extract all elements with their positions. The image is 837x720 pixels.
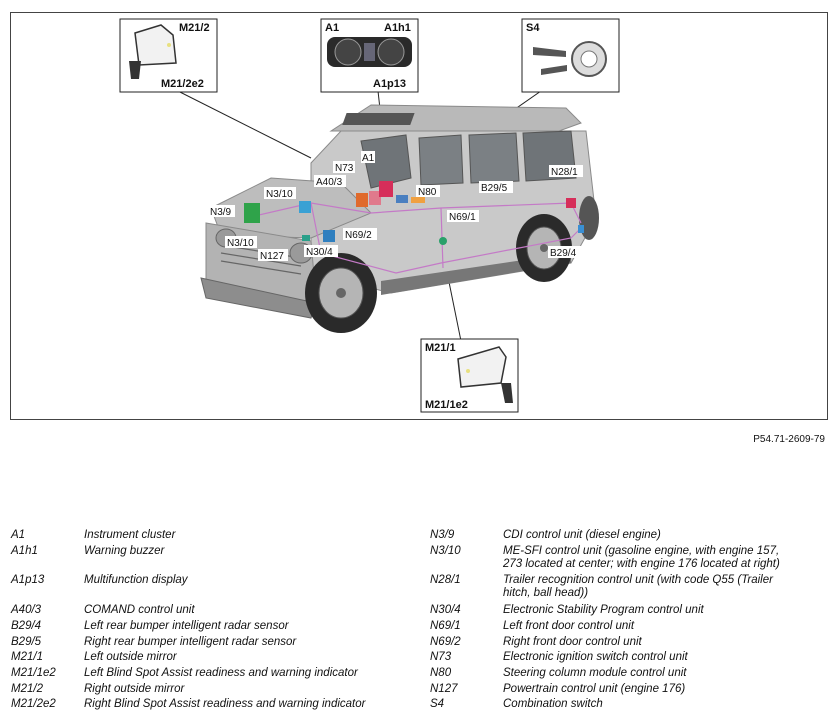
legend-code: N3/10 (430, 545, 461, 557)
callout-m21-1-bottom: M21/1e2 (425, 399, 468, 411)
legend-desc: Electronic ignition switch control unit (503, 651, 688, 663)
a40-3-unit (356, 193, 368, 207)
label-n30-4: N30/4 (306, 247, 333, 258)
callout-m21-1-top: M21/1 (425, 342, 456, 354)
legend-code: S4 (430, 698, 445, 710)
a1-unit (379, 181, 393, 197)
n127-unit (302, 235, 310, 241)
vehicle-diagram: N73 A1 A40/3 N3/10 N3/9 N3/10 N127 N30/4… (10, 12, 828, 420)
label-b29-4: B29/4 (550, 248, 577, 259)
label-b29-5: B29/5 (481, 183, 508, 194)
callout-m21-2-top: M21/2 (179, 22, 210, 34)
legend-desc: Multifunction display (84, 574, 188, 586)
legend-desc: Trailer recognition control unit (with c… (503, 574, 773, 586)
callout-a1-left: A1 (325, 22, 339, 34)
legend-desc: Combination switch (503, 698, 603, 710)
legend-code: N69/1 (430, 620, 461, 632)
label-a40-3: A40/3 (316, 177, 343, 188)
label-n80: N80 (418, 187, 437, 198)
n30-4-unit (323, 230, 335, 242)
callout-s4-top: S4 (526, 22, 540, 34)
n3-9-unit (244, 203, 260, 223)
legend-code: N80 (430, 667, 452, 679)
vehicle-illustration: N73 A1 A40/3 N3/10 N3/9 N3/10 N127 N30/4… (119, 18, 620, 413)
callout-s4: S4 (521, 18, 620, 93)
legend-desc: Electronic Stability Program control uni… (503, 604, 704, 616)
label-a1: A1 (362, 153, 375, 164)
legend-code: A1h1 (11, 545, 38, 557)
n73-unit (369, 191, 381, 205)
legend-desc: Left Blind Spot Assist readiness and war… (84, 667, 358, 679)
callout-m21-1: M21/1 M21/1e2 (420, 338, 519, 413)
legend-desc-cont: hitch, ball head)) (503, 587, 589, 599)
components (244, 181, 584, 245)
figure-reference: P54.71-2609-79 (753, 434, 825, 445)
legend-code: N28/1 (430, 574, 461, 586)
label-n3-9: N3/9 (210, 207, 232, 218)
vehicle-body (200, 104, 599, 333)
legend-code: B29/4 (11, 620, 42, 632)
label-n127: N127 (260, 251, 284, 262)
legend-code: B29/5 (11, 636, 42, 648)
legend-code: N69/2 (430, 636, 461, 648)
legend-code: M21/1e2 (11, 667, 56, 679)
front-wheel (305, 253, 377, 333)
legend-code: N30/4 (430, 604, 461, 616)
callout-a1-bottom: A1p13 (373, 78, 406, 90)
rear-wheel (516, 214, 572, 282)
legend-desc: Warning buzzer (84, 545, 165, 557)
callout-a1-right: A1h1 (384, 22, 411, 34)
legend-code: A1p13 (11, 574, 45, 586)
legend-desc-cont: 273 located at center; with engine 176 l… (503, 558, 780, 570)
n69-1-unit (439, 237, 447, 245)
legend-desc: ME-SFI control unit (gasoline engine, wi… (503, 545, 780, 557)
legend-desc: Right front door control unit (503, 636, 642, 648)
legend-desc: Left rear bumper intelligent radar senso… (84, 620, 289, 632)
callout-a1: A1 A1h1 A1p13 (320, 18, 419, 93)
legend-desc: Right Blind Spot Assist readiness and wa… (84, 698, 366, 710)
component-labels: N73 A1 A40/3 N3/10 N3/9 N3/10 N127 N30/4… (208, 151, 583, 262)
label-n69-2: N69/2 (345, 230, 372, 241)
n69-2-unit (411, 197, 425, 203)
legend-code: M21/2e2 (11, 698, 56, 710)
b29-4-sensor (578, 225, 584, 233)
legend-desc: Right outside mirror (84, 683, 185, 695)
legend-desc: Instrument cluster (84, 529, 176, 541)
legend-desc: CDI control unit (diesel engine) (503, 529, 661, 541)
label-n3-10-top: N3/10 (266, 189, 293, 200)
legend-code: A1 (11, 529, 26, 541)
legend-desc: Powertrain control unit (engine 176) (503, 683, 686, 695)
legend-code: N3/9 (430, 529, 455, 541)
legend-desc: COMAND control unit (84, 604, 195, 616)
label-n69-1: N69/1 (449, 212, 476, 223)
legend-desc: Left front door control unit (503, 620, 635, 632)
legend-code: M21/1 (11, 651, 43, 663)
legend-code: N73 (430, 651, 452, 663)
label-n3-10-bottom: N3/10 (227, 238, 254, 249)
n28-1-unit (566, 198, 576, 208)
legend-code: M21/2 (11, 683, 43, 695)
legend-code: N127 (430, 683, 458, 695)
callout-m21-2: M21/2 M21/2e2 (119, 18, 218, 93)
n3-10-unit (299, 201, 311, 213)
legend-desc: Steering column module control unit (503, 667, 687, 679)
legend-code: A40/3 (11, 604, 42, 616)
n80-unit (396, 195, 408, 203)
legend-desc: Right rear bumper intelligent radar sens… (84, 636, 297, 648)
label-n28-1: N28/1 (551, 167, 578, 178)
callout-m21-2-bottom: M21/2e2 (161, 78, 204, 90)
label-n73: N73 (335, 163, 354, 174)
legend-desc: Left outside mirror (84, 651, 177, 663)
